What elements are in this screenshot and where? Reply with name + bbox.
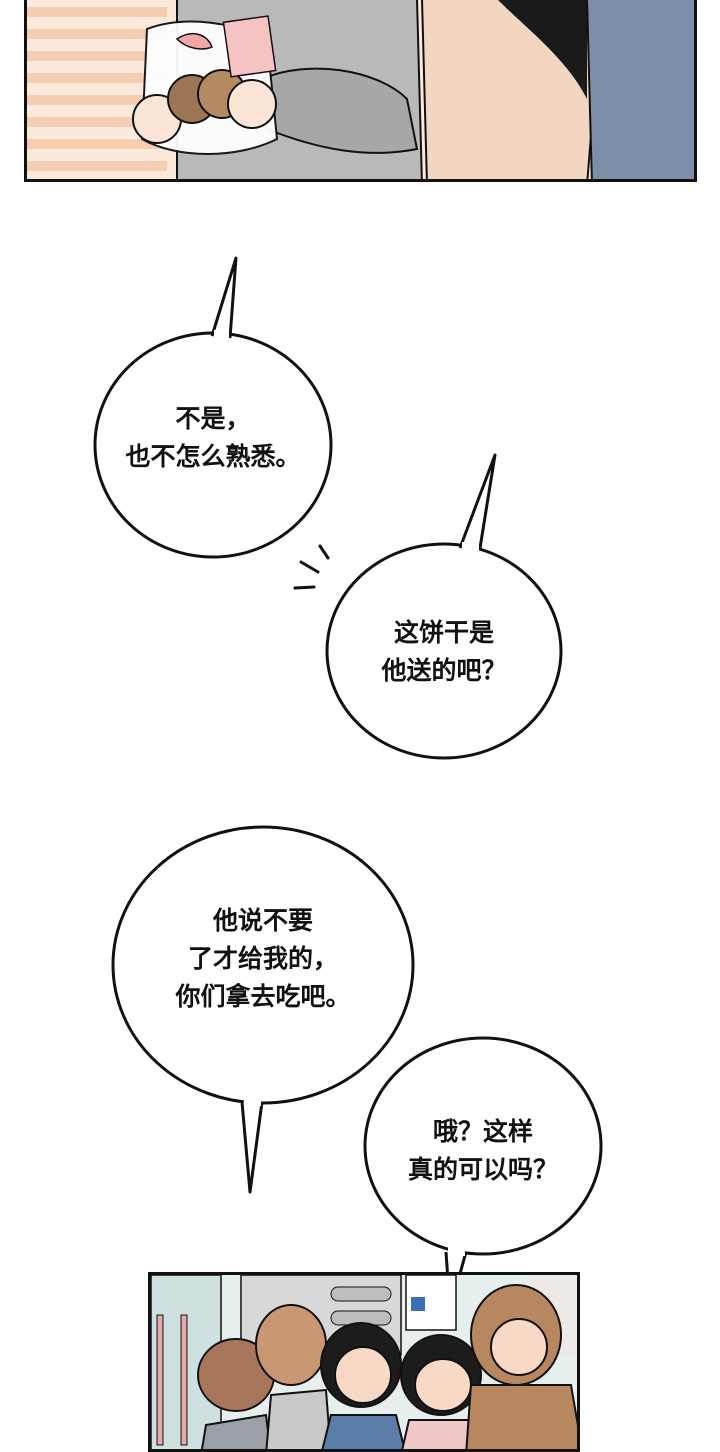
comic-panel-bottom [148,1272,580,1452]
cookie-bag [132,15,279,155]
speech-line: 哦？这样 [432,1117,533,1146]
speech-line: 他送的吧？ [381,656,507,685]
speech-line: 也不怎么熟悉。 [125,442,301,471]
speech-line: 了才给我的， [187,944,338,973]
speech-line: 这饼干是 [393,618,494,647]
speech-text-3: 他说不要 了才给我的， 你们拿去吃吧。 [163,902,363,1016]
speech-bubble-1-tail [210,256,238,339]
speech-bubble-3-tail [240,1101,264,1194]
speech-text-1: 不是， 也不怎么熟悉。 [113,400,313,476]
panel-top-illustration [27,0,694,179]
group-of-friends [197,1284,577,1449]
emphasis-marks [293,544,330,590]
speech-line: 你们拿去吃吧。 [175,982,351,1011]
comic-panel-top [24,0,697,182]
speech-line: 不是， [175,404,251,433]
speech-bubble-4 [363,1036,603,1256]
speech-line: 他说不要 [212,906,313,935]
speech-bubble-2-tail [458,453,497,549]
panel-bottom-illustration [151,1275,577,1449]
speech-text-4: 哦？这样 真的可以吗？ [383,1113,583,1189]
speech-bubble-2 [325,542,563,760]
speech-text-2: 这饼干是 他送的吧？ [344,614,544,690]
blue-jacket [586,0,694,179]
speech-line: 真的可以吗？ [407,1155,558,1184]
